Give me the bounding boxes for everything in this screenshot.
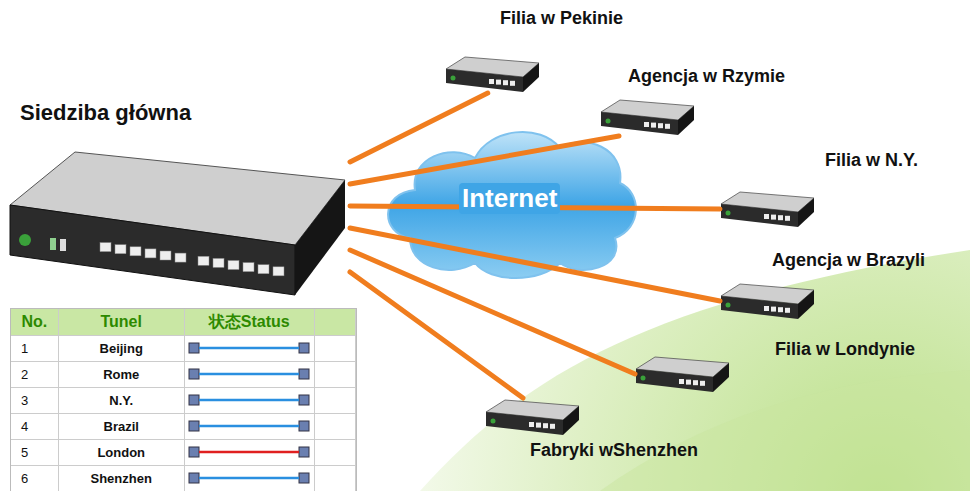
table-cell [315,336,356,361]
vpn-tunnel-line [350,206,720,209]
table-cell: 5 [11,440,59,465]
table-cell [315,388,356,413]
cell-text: N.Y. [109,393,133,408]
cell-text: Brazil [104,419,139,434]
table-cell: 3 [11,388,59,413]
cell-text: 状态Status [209,312,290,333]
table-cell: London [59,440,185,465]
cell-text: Rome [103,367,139,382]
vpn-tunnel-line [350,136,619,184]
table-cell: 4 [11,414,59,439]
cell-text: 3 [21,393,28,408]
tunnel-status-icon [187,470,311,488]
cell-text: No. [22,313,48,331]
table-cell: 2 [11,362,59,387]
router-icon [720,190,815,228]
router-icon [600,98,695,136]
site-label: Filia w N.Y. [825,150,918,171]
table-cell [185,414,316,439]
table-cell: N.Y. [59,388,185,413]
tunnel-status-icon [187,340,311,358]
cell-text: 5 [21,445,28,460]
table-cell: 1 [11,336,59,361]
vpn-tunnel-line [350,272,523,398]
table-cell [185,388,316,413]
cell-text: Tunel [100,313,141,331]
cell-text: 6 [21,471,28,486]
cell-text: 2 [21,367,28,382]
table-cell [315,440,356,465]
table-cell [185,336,316,361]
table-cell [315,362,356,387]
table-cell [315,466,356,491]
cell-text: Beijing [100,341,143,356]
site-label: Filia w Pekinie [500,8,623,29]
router-icon [445,55,540,93]
table-cell: Brazil [59,414,185,439]
vpn-tunnel-line [350,93,488,162]
table-cell: Tunel [59,309,185,335]
tunnel-status-icon [187,418,311,436]
site-label: Fabryki wShenzhen [530,440,698,461]
table-cell [315,414,356,439]
table-cell [185,440,316,465]
router-node: Filia w Pekinie [445,55,540,93]
vpn-tunnel-line [350,228,720,301]
vpn-tunnel-line [350,250,635,374]
tunnel-status-icon [187,444,311,462]
router-icon [485,398,580,436]
cell-text: London [97,445,145,460]
table-cell [185,466,316,491]
router-node: Fabryki wShenzhen [485,398,580,436]
router-node: Filia w N.Y. [720,190,815,228]
table-cell [315,309,356,335]
router-icon [635,355,730,393]
cloud-label: Internet [459,183,560,214]
site-label: Agencja w Rzymie [628,66,785,87]
table-cell: Beijing [59,336,185,361]
cell-text: 4 [21,419,28,434]
table-cell: Shenzhen [59,466,185,491]
cell-text: 1 [21,341,28,356]
table-cell: 状态Status [185,309,316,335]
router-icon [720,282,815,320]
router-node: Siedziba główna [5,140,350,305]
table-cell: 6 [11,466,59,491]
tunnel-status-icon [187,392,311,410]
router-hq-icon [5,140,350,305]
site-label: Filia w Londynie [775,339,915,360]
router-node: Agencja w Rzymie [600,98,695,136]
router-node: Filia w Londynie [635,355,730,393]
router-node: Agencja w Brazyli [720,282,815,320]
tunnel-status-icon [187,366,311,384]
tunnel-status-table: No. Tunel 状态Status 1 Beijing 2 Rome 3 N.Y. 4 Brazi… [10,308,357,491]
cell-text: Shenzhen [91,471,152,486]
table-cell: Rome [59,362,185,387]
site-label: Agencja w Brazyli [772,250,925,271]
table-cell: No. [11,309,59,335]
table-cell [185,362,316,387]
site-label: Siedziba główna [20,100,191,126]
